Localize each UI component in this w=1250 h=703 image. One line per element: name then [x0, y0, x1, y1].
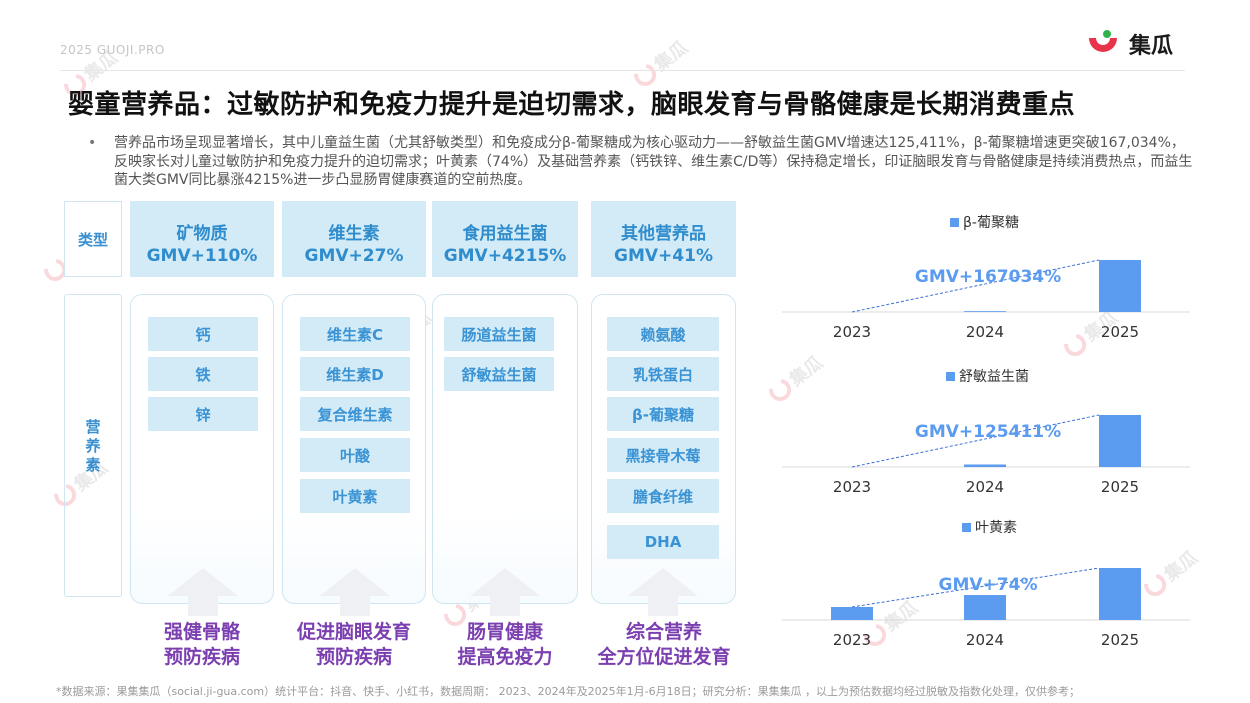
chart-trend-line [851, 414, 1100, 468]
type-name: 维生素 [328, 224, 380, 244]
purpose-line: 提高免疫力 [457, 646, 553, 668]
type-row-label: 类型 [64, 201, 122, 277]
nutrient-item: 舒敏益生菌 [444, 357, 554, 391]
chart-anti-allergy-probiotic: 2023 2024 2025 GMV+125411% [782, 414, 1190, 496]
type-gmv: GMV+4215% [443, 246, 567, 266]
nutrient-row-frame [64, 294, 122, 597]
type-vitamin: 维生素 GMV+27% [282, 201, 426, 277]
up-arrow-icon [168, 568, 238, 616]
nutrient-item: 维生素D [300, 357, 410, 391]
purpose-probiotic: 肠胃健康 提高免疫力 [432, 620, 578, 670]
purpose-line: 肠胃健康 [466, 621, 543, 643]
nutrient-item: 乳铁蛋白 [607, 357, 719, 391]
type-mineral: 矿物质 GMV+110% [130, 201, 274, 277]
chart-bar [964, 595, 1006, 620]
chart-annotation: GMV+74% [939, 575, 1038, 595]
chart-bar [964, 464, 1006, 467]
purpose-vitamin: 促进脑眼发育 预防疾病 [272, 620, 436, 670]
nutrient-item: β-葡聚糖 [607, 397, 719, 431]
chart-trend-line [851, 259, 1100, 313]
chart-trend-line [851, 567, 1100, 608]
nutrient-item: 膳食纤维 [607, 479, 719, 513]
type-gmv: GMV+27% [304, 246, 404, 266]
nutrient-item: 钙 [148, 317, 258, 351]
legend-label: β-葡聚糖 [963, 215, 1019, 231]
logo-icon [1089, 30, 1117, 52]
chart-bar [1099, 415, 1141, 467]
summary-paragraph: • 营养品市场呈现显著增长，其中儿童益生菌（尤其舒敏类型）和免疫成分β-葡聚糖成… [88, 134, 1193, 190]
purpose-line: 综合营养 [625, 621, 702, 643]
year-tag: 2025 GUOJI.PRO [60, 43, 165, 57]
chart-tick-label: 2024 [966, 631, 1004, 649]
header-divider [60, 70, 1185, 71]
logo-text: 集瓜 [1129, 34, 1174, 59]
footer-note: *数据来源：果集集瓜（social.ji-gua.com）统计平台：抖音、快手、… [56, 685, 1081, 698]
type-name: 食用益生菌 [462, 224, 548, 244]
bullet-icon: • [88, 135, 97, 151]
page-title: 婴童营养品：过敏防护和免疫力提升是迫切需求，脑眼发育与骨骼健康是长期消费重点 [68, 90, 1076, 120]
chart-annotation: GMV+125411% [915, 422, 1061, 442]
nutrient-item: 赖氨酸 [607, 317, 719, 351]
nutrient-item: 复合维生素 [300, 397, 410, 431]
chart-tick-label: 2023 [833, 631, 871, 649]
chart-tick-label: 2023 [833, 323, 871, 341]
purpose-line: 促进脑眼发育 [296, 621, 411, 643]
nutrient-item: 黑接骨木莓 [607, 438, 719, 472]
chart-tick-label: 2024 [966, 478, 1004, 496]
chart-tick-label: 2025 [1101, 323, 1139, 341]
chart-legend-anti-allergy-probiotic: 舒敏益生菌 [946, 366, 1029, 386]
purpose-mineral: 强健骨骼 预防疾病 [130, 620, 274, 670]
nutrient-item: 锌 [148, 397, 258, 431]
up-arrow-icon [628, 568, 698, 616]
type-gmv: GMV+41% [614, 246, 713, 266]
chart-bar [1099, 568, 1141, 620]
purpose-other: 综合营养 全方位促进发育 [580, 620, 748, 670]
logo: 集瓜 [1083, 28, 1173, 60]
type-name: 矿物质 [176, 224, 228, 244]
nutrient-item: 铁 [148, 357, 258, 391]
summary-text: 营养品市场呈现显著增长，其中儿童益生菌（尤其舒敏类型）和免疫成分β-葡聚糖成为核… [114, 135, 1193, 188]
purpose-line: 全方位促进发育 [597, 646, 731, 668]
purpose-line: 强健骨骼 [163, 621, 240, 643]
type-gmv: GMV+110% [146, 246, 258, 266]
legend-swatch [950, 217, 959, 227]
chart-lutein: 2023 2024 2025 GMV+74% [782, 567, 1190, 649]
chart-bar [831, 607, 873, 620]
chart-legend-lutein: 叶黄素 [962, 517, 1017, 537]
type-name: 其他营养品 [621, 224, 706, 244]
purpose-line: 预防疾病 [315, 646, 392, 668]
nutrient-item: 叶黄素 [300, 479, 410, 513]
chart-annotation: GMV+167034% [915, 267, 1061, 287]
chart-tick-label: 2023 [833, 478, 871, 496]
nutrient-item: 肠道益生菌 [444, 317, 554, 351]
chart-bar [1099, 260, 1141, 312]
nutrient-item: DHA [607, 525, 719, 559]
chart-tick-label: 2025 [1101, 478, 1139, 496]
chart-tick-label: 2024 [966, 323, 1004, 341]
nutrient-item: 叶酸 [300, 438, 410, 472]
type-probiotic: 食用益生菌 GMV+4215% [432, 201, 578, 277]
nutrient-row-label: 营养素 [64, 418, 122, 475]
nutrient-label-text: 营养素 [85, 418, 101, 474]
up-arrow-icon [320, 568, 390, 616]
chart-bar [964, 311, 1006, 312]
legend-swatch [946, 371, 955, 381]
legend-label: 舒敏益生菌 [959, 369, 1029, 385]
type-other: 其他营养品 GMV+41% [591, 201, 736, 277]
nutrient-item: 维生素C [300, 317, 410, 351]
chart-beta-glucan: 2023 2024 2025 GMV+167034% [782, 259, 1190, 341]
up-arrow-icon [470, 568, 540, 616]
purpose-line: 预防疾病 [163, 646, 240, 668]
legend-label: 叶黄素 [975, 520, 1017, 536]
chart-tick-label: 2025 [1101, 631, 1139, 649]
legend-swatch [962, 522, 971, 532]
chart-legend-beta-glucan: β-葡聚糖 [950, 212, 1019, 232]
